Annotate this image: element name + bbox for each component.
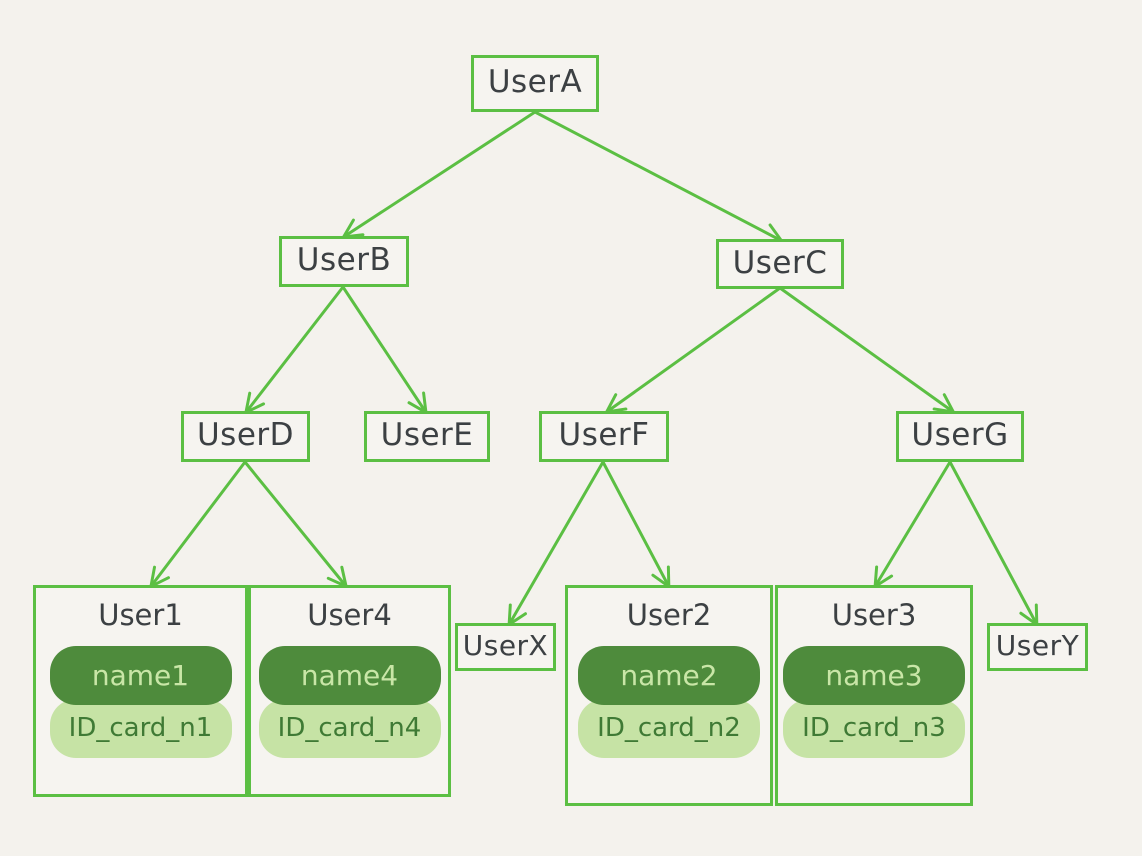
node-userG[interactable]: UserG (896, 411, 1024, 462)
node-userF[interactable]: UserF (539, 411, 669, 462)
record-user1-fields: name1 ID_card_n1 (49, 645, 232, 758)
node-userE[interactable]: UserE (364, 411, 490, 462)
edge-userC-userG (778, 286, 955, 414)
record-user4-fields: name4 ID_card_n4 (258, 645, 441, 758)
edge-userA-userB (342, 110, 537, 239)
edge-userD-user4 (243, 460, 348, 588)
node-userB-label: UserB (296, 242, 392, 278)
node-userB[interactable]: UserB (279, 236, 409, 287)
edge-userB-userE (341, 285, 428, 414)
record-user1-idcard: ID_card_n1 (49, 698, 232, 758)
node-userG-label: UserG (911, 417, 1009, 453)
record-user2-title: User2 (626, 598, 712, 632)
node-userF-label: UserF (558, 417, 650, 453)
edge-userC-userF (605, 286, 782, 414)
record-user2[interactable]: User2 name2 ID_card_n2 (565, 585, 773, 806)
record-user2-fields: name2 ID_card_n2 (578, 645, 760, 758)
node-userD[interactable]: UserD (181, 411, 310, 462)
edge-userD-user1 (149, 460, 247, 588)
edge-userG-user3 (873, 460, 952, 588)
node-userX-label: UserX (462, 629, 549, 662)
node-userA[interactable]: UserA (471, 55, 599, 112)
record-user4[interactable]: User4 name4 ID_card_n4 (248, 585, 451, 797)
record-user1-name: name1 (49, 645, 232, 705)
node-userY-label: UserY (995, 629, 1080, 662)
record-user3-idcard: ID_card_n3 (783, 698, 965, 758)
edge-userF-user2 (601, 460, 671, 589)
record-user3[interactable]: User3 name3 ID_card_n3 (775, 585, 973, 806)
record-user4-title: User4 (307, 598, 392, 632)
record-user3-title: User3 (831, 598, 917, 632)
record-user1-title: User1 (98, 598, 183, 632)
node-userD-label: UserD (196, 417, 295, 453)
record-user3-name: name3 (783, 645, 965, 705)
node-userC[interactable]: UserC (716, 239, 844, 289)
record-user1[interactable]: User1 name1 ID_card_n1 (33, 585, 248, 797)
edge-userA-userC (533, 110, 784, 243)
node-userE-label: UserE (380, 417, 474, 453)
node-userA-label: UserA (487, 64, 583, 100)
record-user3-fields: name3 ID_card_n3 (783, 645, 965, 758)
record-user4-idcard: ID_card_n4 (258, 698, 441, 758)
node-userY[interactable]: UserY (987, 623, 1088, 671)
record-user2-idcard: ID_card_n2 (578, 698, 760, 758)
node-userC-label: UserC (732, 244, 828, 281)
record-user2-name: name2 (578, 645, 760, 705)
node-userX[interactable]: UserX (455, 623, 556, 671)
record-user4-name: name4 (258, 645, 441, 705)
edge-userB-userD (244, 285, 345, 414)
